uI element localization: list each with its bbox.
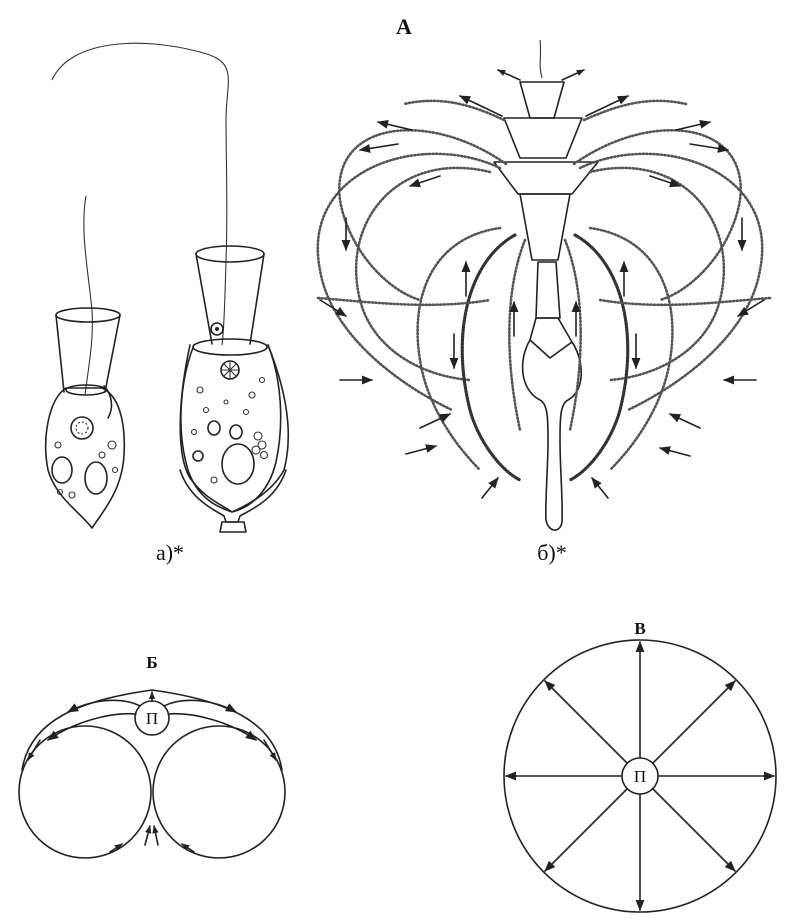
diagram-v-label: В — [634, 619, 645, 638]
diagram-b-label: Б — [146, 653, 157, 672]
center-node-b-label: П — [146, 709, 158, 728]
caption-b: б)* — [537, 540, 567, 565]
center-node-v-label: П — [634, 767, 646, 786]
organism-large — [52, 43, 288, 532]
diagram-v: В П — [504, 619, 776, 912]
organism-small — [46, 196, 125, 528]
flow-diagram — [318, 40, 770, 530]
caption-a: а)* — [156, 540, 184, 565]
diagram-b: Б П — [19, 653, 285, 858]
heading-a: А — [396, 14, 412, 39]
